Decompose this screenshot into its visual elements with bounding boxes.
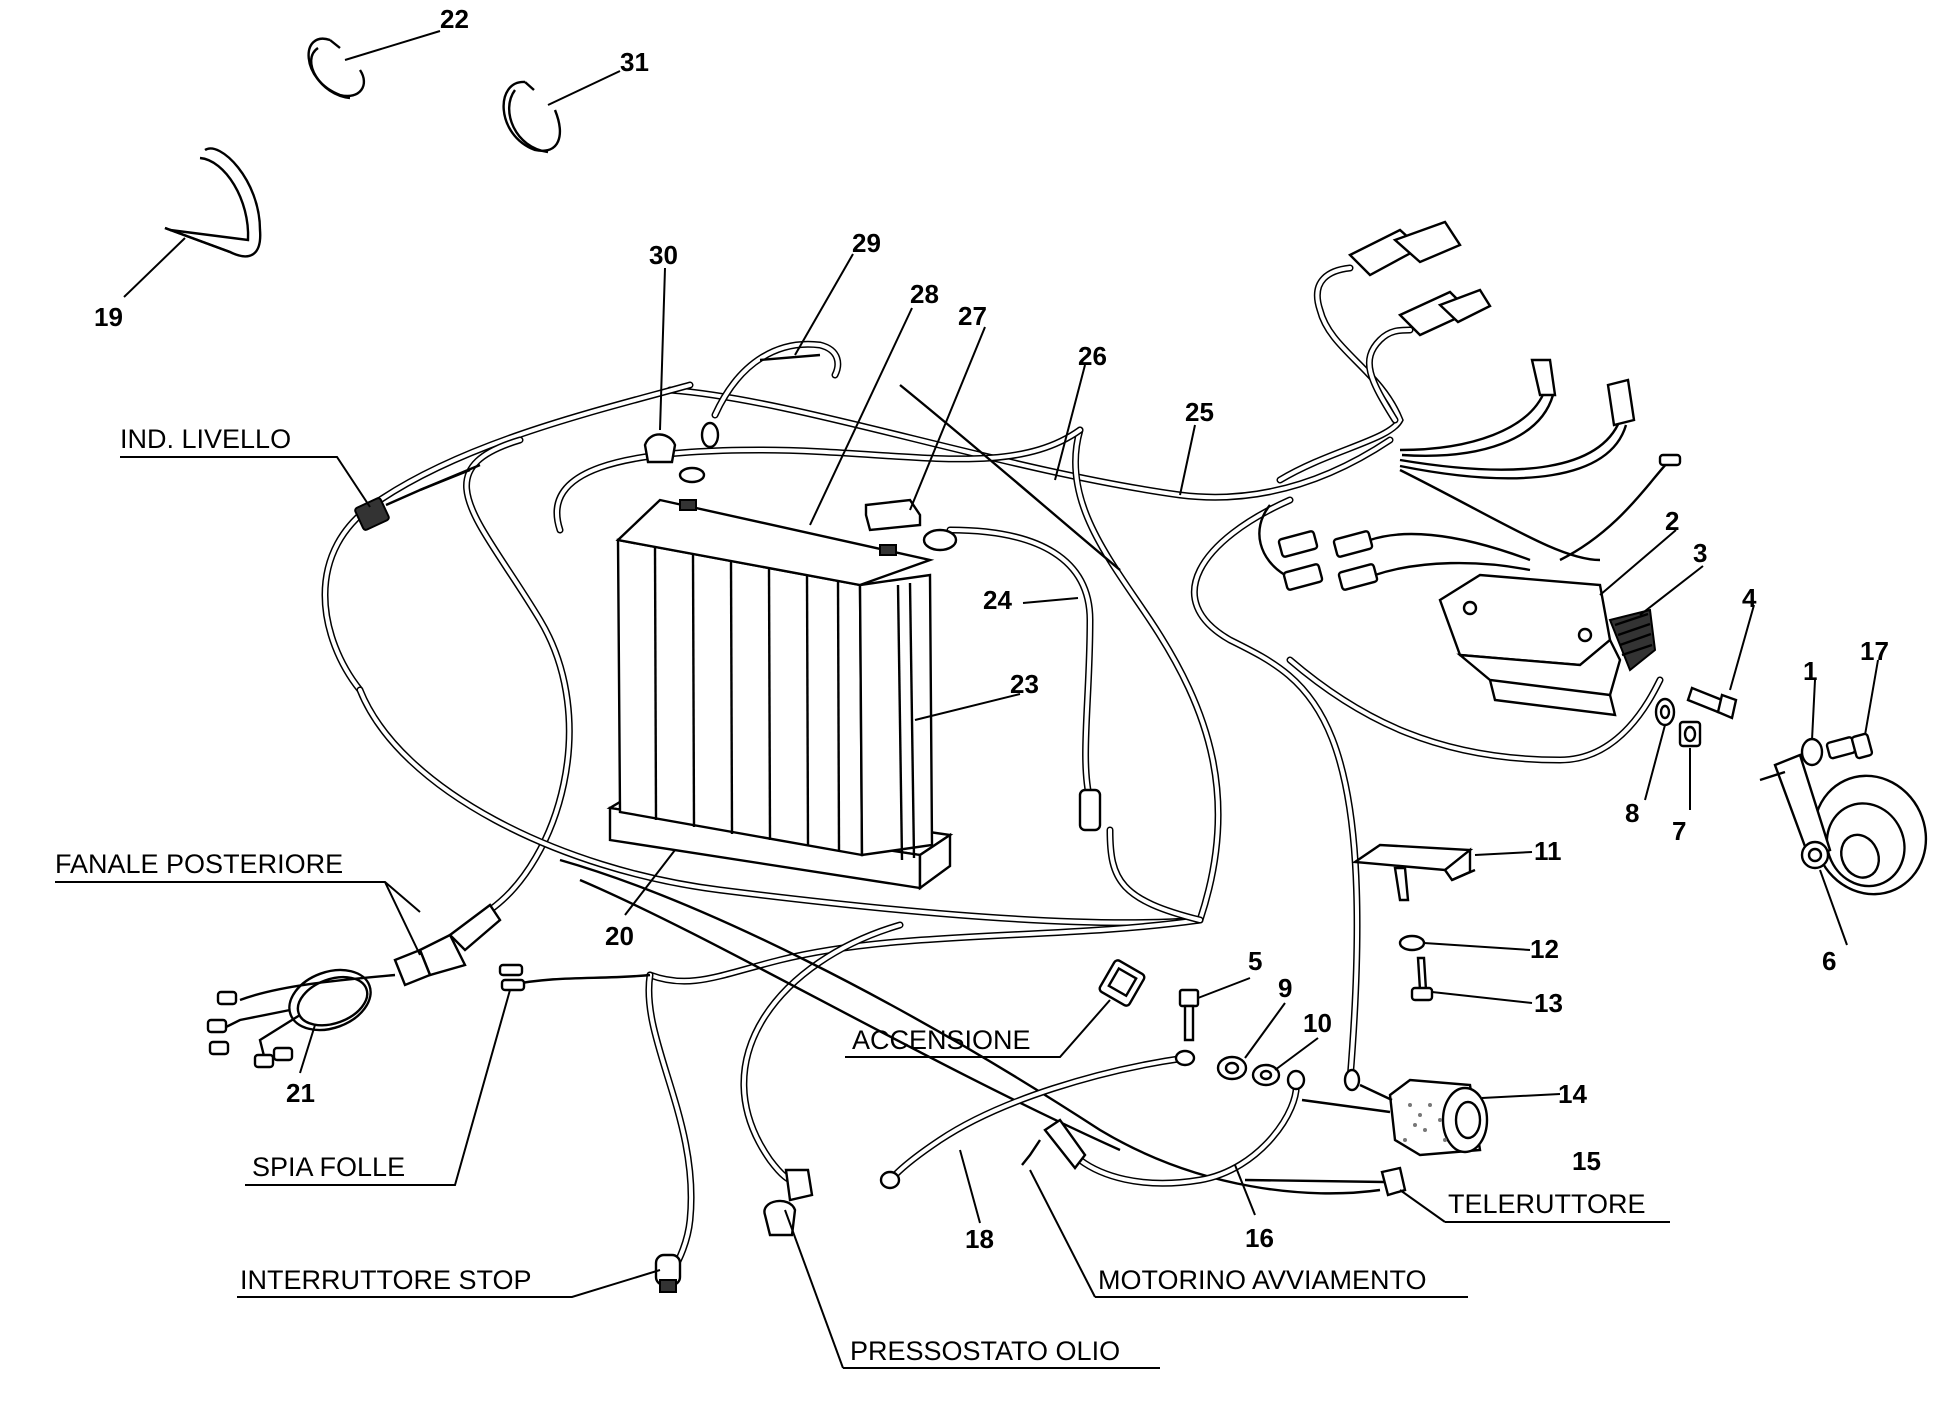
starter-cable-16 <box>1021 1069 1306 1187</box>
label-motorino-avviamento: MOTORINO AVVIAMENTO <box>1098 1265 1427 1295</box>
label-interruttore-stop: INTERRUTTORE STOP <box>240 1265 532 1295</box>
strap-31 <box>502 80 562 154</box>
part-number-21: 21 <box>286 1078 315 1108</box>
part-number-4: 4 <box>1742 583 1757 613</box>
part-number-30: 30 <box>649 240 678 270</box>
neutral-light-plugs <box>498 963 651 992</box>
part-number-labels: 1 2 3 4 5 6 7 8 9 10 11 12 13 14 15 16 1… <box>94 4 1889 1254</box>
teleruttore-connector-15 <box>1244 1166 1407 1197</box>
battery-cable-24 <box>922 526 1204 924</box>
part-number-27: 27 <box>958 301 987 331</box>
voltage-regulator <box>1438 573 1657 717</box>
part-number-31: 31 <box>620 47 649 77</box>
bolt-5 <box>1178 988 1200 1042</box>
part-number-16: 16 <box>1245 1223 1274 1253</box>
part-number-17: 17 <box>1860 636 1889 666</box>
part-number-5: 5 <box>1248 946 1262 976</box>
part-number-26: 26 <box>1078 341 1107 371</box>
bolt-17 <box>1825 732 1874 760</box>
washer-10 <box>1251 1063 1281 1087</box>
part-number-11: 11 <box>1534 836 1562 866</box>
tail-light-wiring-21 <box>206 968 396 1069</box>
main-harness-wires <box>321 381 1664 1279</box>
part-number-8: 8 <box>1625 798 1639 828</box>
tail-light-connector <box>393 903 502 987</box>
part-number-18: 18 <box>965 1224 994 1254</box>
part-number-22: 22 <box>440 4 469 34</box>
bracket-11 <box>1351 843 1476 902</box>
part-number-29: 29 <box>852 228 881 258</box>
nut-9 <box>1216 1055 1248 1081</box>
part-number-2: 2 <box>1665 506 1679 536</box>
washer-1 <box>1800 737 1824 767</box>
nut-7 <box>1678 720 1702 748</box>
oil-pressure-switch <box>763 1168 814 1237</box>
part-number-28: 28 <box>910 279 939 309</box>
ground-cable-18 <box>879 1049 1196 1190</box>
battery <box>606 498 954 891</box>
label-fanale-posteriore: FANALE POSTERIORE <box>55 849 343 879</box>
part-number-9: 9 <box>1278 973 1292 1003</box>
part-number-25: 25 <box>1185 397 1214 427</box>
part-number-23: 23 <box>1010 669 1039 699</box>
part-number-1: 1 <box>1803 656 1817 686</box>
label-ind-livello: IND. LIVELLO <box>120 424 291 454</box>
part-number-19: 19 <box>94 302 123 332</box>
ignition-connector <box>1098 959 1146 1007</box>
washer-12 <box>1398 934 1426 952</box>
bolt-13 <box>1410 956 1434 1002</box>
part-number-6: 6 <box>1822 946 1836 976</box>
leader-lines <box>55 30 1879 1369</box>
strap-19 <box>164 147 262 258</box>
label-accensione: ACCENSIONE <box>852 1025 1031 1055</box>
upper-right-connectors <box>1258 220 1682 591</box>
label-pressostato-olio: PRESSOSTATO OLIO <box>850 1336 1120 1366</box>
ground-cable-29 <box>700 340 842 449</box>
part-number-12: 12 <box>1530 934 1559 964</box>
washer-8 <box>1654 697 1676 727</box>
part-number-3: 3 <box>1693 538 1707 568</box>
horn <box>1759 753 1928 896</box>
part-number-14: 14 <box>1558 1079 1587 1109</box>
part-number-24: 24 <box>983 585 1012 615</box>
component-labels: IND. LIVELLO FANALE POSTERIORE SPIA FOLL… <box>55 424 1646 1366</box>
stop-switch <box>654 1253 682 1293</box>
part-number-10: 10 <box>1303 1008 1332 1038</box>
terminal-cap-27 <box>864 498 922 532</box>
part-number-13: 13 <box>1534 988 1563 1018</box>
label-spia-folle: SPIA FOLLE <box>252 1152 405 1182</box>
part-number-20: 20 <box>605 921 634 951</box>
regulator-bolt-4 <box>1686 686 1738 720</box>
label-teleruttore: TELERUTTORE <box>1448 1189 1646 1219</box>
starter-relay <box>1301 1068 1489 1157</box>
part-number-7: 7 <box>1672 816 1686 846</box>
part-number-15: 15 <box>1572 1146 1601 1176</box>
strap-22 <box>307 37 366 100</box>
terminal-cap-30 <box>643 433 706 484</box>
